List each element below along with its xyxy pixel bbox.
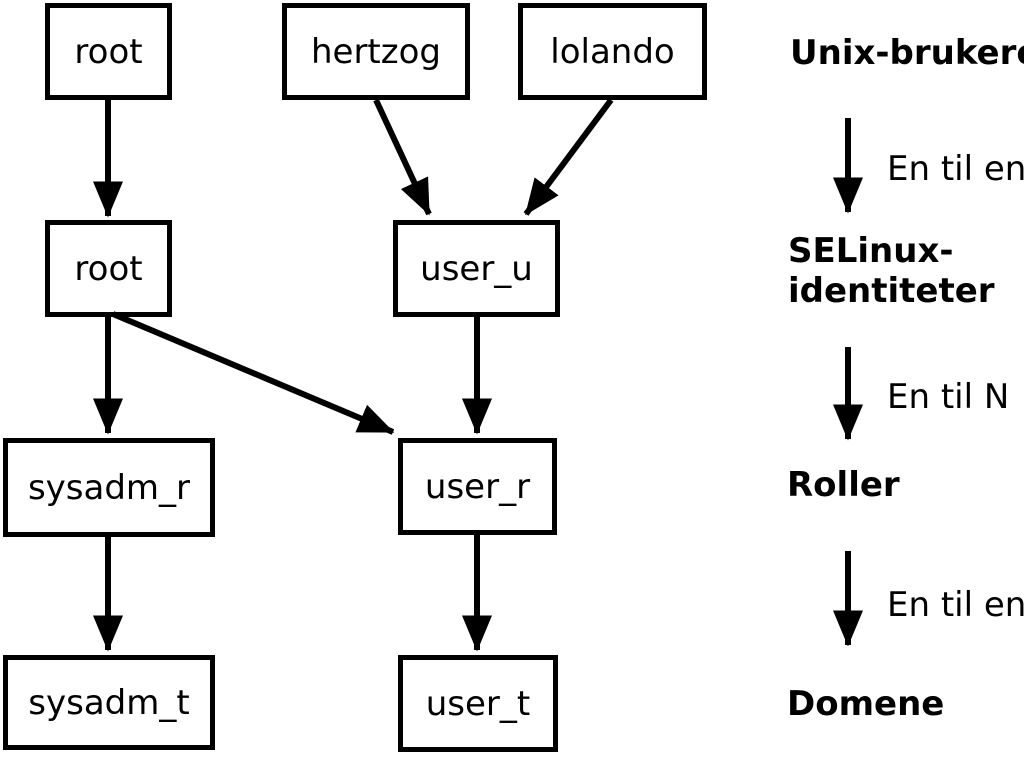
node-unix-user-root: root: [45, 3, 172, 100]
legend-roles-heading: Roller: [787, 465, 900, 505]
legend-one-to-one-label-1: En til en: [887, 149, 1024, 189]
legend-one-to-n-label: En til N: [887, 377, 1010, 417]
node-label: root: [74, 248, 143, 289]
node-label: lolando: [550, 31, 675, 72]
node-domain-user-t: user_t: [398, 655, 558, 752]
node-selinux-identity-root: root: [45, 220, 172, 317]
legend-domains-heading: Domene: [787, 684, 945, 724]
node-unix-user-lolando: lolando: [518, 3, 707, 100]
node-label: sysadm_r: [27, 467, 191, 508]
node-role-sysadm-r: sysadm_r: [3, 438, 215, 537]
node-role-user-r: user_r: [398, 438, 557, 535]
edge-hertzog-to-user-u: [373, 98, 432, 216]
node-label: sysadm_t: [28, 682, 190, 723]
node-unix-user-hertzog: hertzog: [282, 3, 470, 100]
node-label: user_t: [425, 683, 531, 724]
node-selinux-identity-user-u: user_u: [393, 220, 560, 317]
node-label: user_u: [420, 248, 533, 289]
edge-lolando-to-user-u: [523, 98, 614, 216]
legend-unix-users-heading: Unix-brukere: [790, 33, 1024, 73]
node-label: user_r: [424, 466, 531, 507]
edge-selinux-root-to-user-r: [111, 311, 395, 435]
node-label: root: [74, 31, 143, 72]
node-domain-sysadm-t: sysadm_t: [3, 655, 215, 750]
legend-one-to-one-label-2: En til en: [887, 585, 1024, 625]
legend-selinux-identities-heading: SELinux- identiteter: [788, 231, 995, 311]
legend-selinux-identities-line1: SELinux-: [788, 231, 954, 271]
legend-selinux-identities-line2: identiteter: [788, 271, 995, 312]
node-label: hertzog: [310, 31, 441, 72]
